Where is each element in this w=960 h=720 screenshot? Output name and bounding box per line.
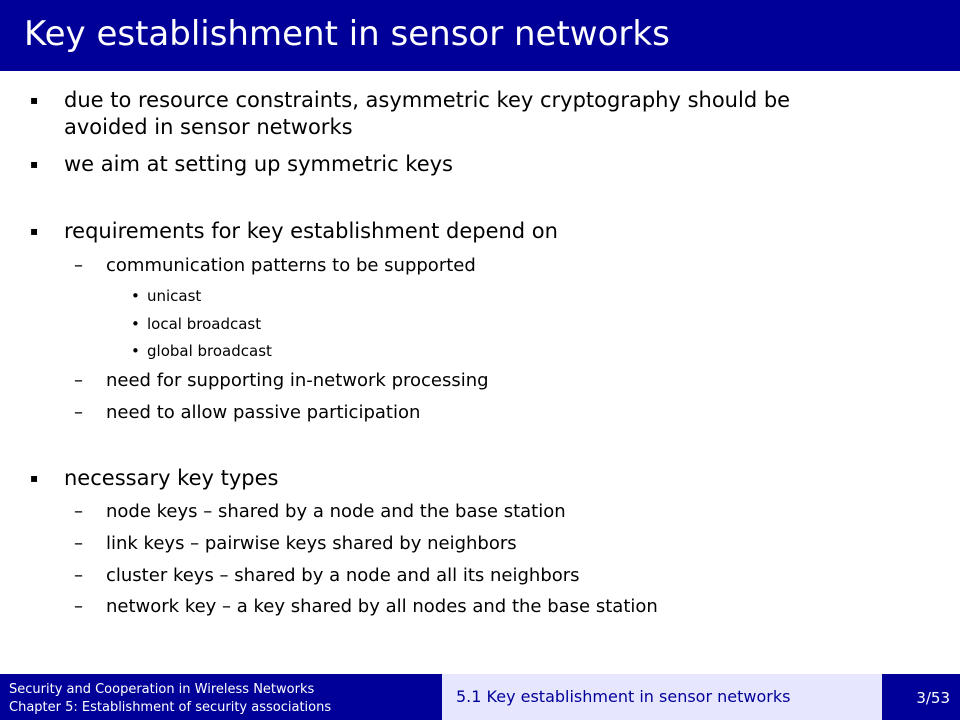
- square-bullet-marker: ▪: [30, 224, 39, 238]
- dot-bullet-marker: •: [131, 315, 140, 333]
- sub-bullet-text: cluster keys – shared by a node and all …: [106, 565, 580, 586]
- bullet-item: ▪ due to resource constraints, asymmetri…: [30, 85, 791, 115]
- footer-course-title: Security and Cooperation in Wireless Net…: [9, 682, 315, 697]
- title-bar: Key establishment in sensor networks: [0, 0, 960, 71]
- dash-bullet-marker: –: [74, 533, 83, 554]
- sub-sub-bullet-text: unicast: [147, 287, 202, 305]
- bullet-text: we aim at setting up symmetric keys: [64, 152, 454, 176]
- dash-bullet-marker: –: [74, 255, 83, 276]
- bullet-text: requirements for key establishment depen…: [64, 219, 558, 243]
- dash-bullet-marker: –: [74, 370, 83, 391]
- dash-bullet-marker: –: [74, 596, 83, 617]
- slide-body: ▪ due to resource constraints, asymmetri…: [30, 85, 791, 620]
- sub-bullet-item: – need to allow passive participation: [74, 400, 421, 426]
- sub-bullet-text: node keys – shared by a node and the bas…: [106, 501, 566, 522]
- bullet-text: necessary key types: [64, 466, 279, 490]
- sub-bullet-item: – need for supporting in-network process…: [74, 368, 489, 394]
- footer-course-info: Security and Cooperation in Wireless Net…: [0, 674, 442, 720]
- square-bullet-marker: ▪: [30, 471, 39, 485]
- square-bullet-marker: ▪: [30, 93, 39, 107]
- sub-bullet-text: need for supporting in-network processin…: [106, 370, 489, 391]
- sub-sub-bullet-item: • local broadcast: [131, 313, 262, 335]
- slide-title: Key establishment in sensor networks: [24, 14, 670, 54]
- sub-bullet-text: communication patterns to be supported: [106, 255, 476, 276]
- footer-chapter-title: Chapter 5: Establishment of security ass…: [9, 700, 332, 715]
- dot-bullet-marker: •: [131, 287, 140, 305]
- dot-bullet-marker: •: [131, 342, 140, 360]
- square-bullet-marker: ▪: [30, 157, 39, 171]
- sub-bullet-item: – cluster keys – shared by a node and al…: [74, 563, 580, 589]
- footer-section-title: 5.1 Key establishment in sensor networks: [456, 687, 791, 706]
- sub-bullet-item: – communication patterns to be supported: [74, 253, 476, 279]
- footer-page: 3/53: [882, 674, 960, 720]
- bullet-continuation: avoided in sensor networks: [64, 112, 353, 142]
- bullet-item: ▪ necessary key types: [30, 463, 279, 493]
- bullet-text: avoided in sensor networks: [64, 115, 353, 139]
- sub-bullet-text: link keys – pairwise keys shared by neig…: [106, 533, 517, 554]
- sub-sub-bullet-text: global broadcast: [147, 342, 272, 360]
- sub-bullet-text: network key – a key shared by all nodes …: [106, 596, 658, 617]
- slide-footer: Security and Cooperation in Wireless Net…: [0, 674, 960, 720]
- sub-sub-bullet-text: local broadcast: [147, 315, 262, 333]
- dash-bullet-marker: –: [74, 501, 83, 522]
- page-number: 3/53: [916, 689, 950, 707]
- bullet-text: due to resource constraints, asymmetric …: [64, 88, 791, 112]
- sub-sub-bullet-item: • unicast: [131, 285, 202, 307]
- bullet-item: ▪ we aim at setting up symmetric keys: [30, 149, 454, 179]
- dash-bullet-marker: –: [74, 565, 83, 586]
- sub-bullet-item: – node keys – shared by a node and the b…: [74, 499, 566, 525]
- sub-sub-bullet-item: • global broadcast: [131, 340, 272, 362]
- bullet-item: ▪ requirements for key establishment dep…: [30, 216, 558, 246]
- footer-section: 5.1 Key establishment in sensor networks: [442, 674, 882, 720]
- sub-bullet-item: – link keys – pairwise keys shared by ne…: [74, 531, 517, 557]
- sub-bullet-text: need to allow passive participation: [106, 402, 421, 423]
- dash-bullet-marker: –: [74, 402, 83, 423]
- sub-bullet-item: – network key – a key shared by all node…: [74, 594, 658, 620]
